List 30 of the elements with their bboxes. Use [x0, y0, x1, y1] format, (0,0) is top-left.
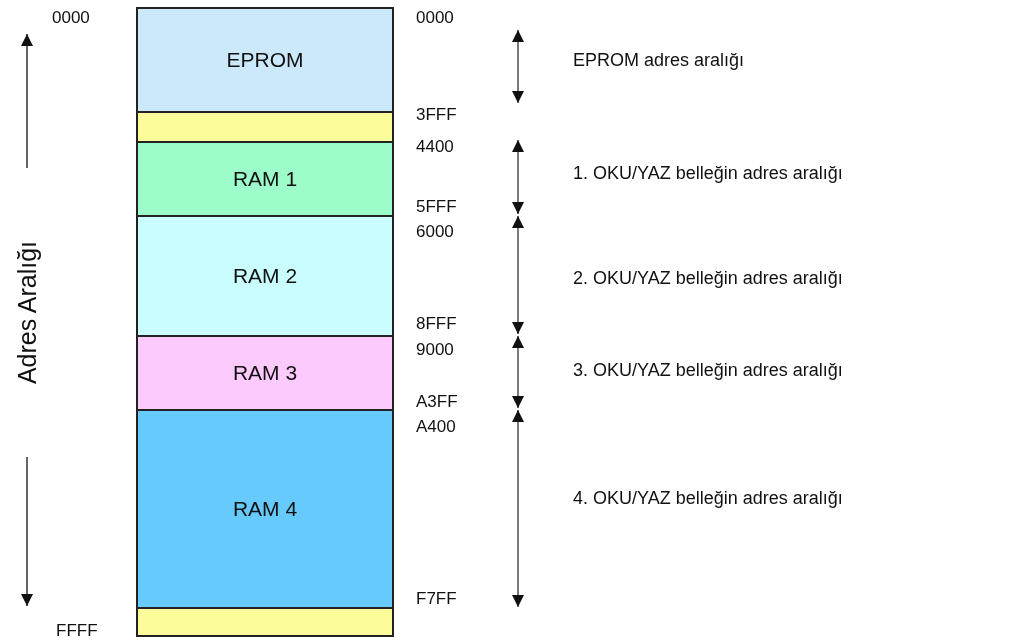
address-value: 0000	[416, 8, 454, 26]
range-description: 4. OKU/YAZ belleğin adres aralığı	[573, 489, 843, 507]
address-value: A3FF	[416, 392, 458, 410]
address-value: 9000	[416, 340, 454, 358]
range-description: 3. OKU/YAZ belleğin adres aralığı	[573, 361, 843, 379]
block-label: RAM 1	[232, 167, 298, 191]
memory-block	[136, 335, 394, 411]
memory-block	[136, 409, 394, 609]
address-value: A400	[416, 417, 456, 435]
address-value: 4400	[416, 137, 454, 155]
address-value: 5FFF	[416, 197, 457, 215]
block-label: RAM 2	[232, 264, 298, 288]
memory-block	[136, 7, 394, 113]
memory-block	[136, 215, 394, 337]
block-label: EPROM	[226, 48, 304, 72]
unused-address-bar	[136, 111, 394, 143]
range-description: EPROM adres aralığı	[573, 51, 745, 69]
range-description: 1. OKU/YAZ belleğin adres aralığı	[573, 164, 843, 182]
block-label: RAM 3	[232, 361, 298, 385]
address-value: 8FFF	[416, 314, 457, 332]
block-label: RAM 4	[232, 497, 298, 521]
axis-title: Adres Aralığı	[14, 240, 40, 384]
address-value: 0000	[52, 8, 90, 26]
address-value: 3FFF	[416, 105, 457, 123]
memory-block	[136, 141, 394, 217]
address-value: FFFF	[56, 621, 98, 639]
unused-address-bar	[136, 607, 394, 637]
address-value: F7FF	[416, 589, 457, 607]
range-description: 2. OKU/YAZ belleğin adres aralığı	[573, 269, 843, 287]
address-value: 6000	[416, 222, 454, 240]
